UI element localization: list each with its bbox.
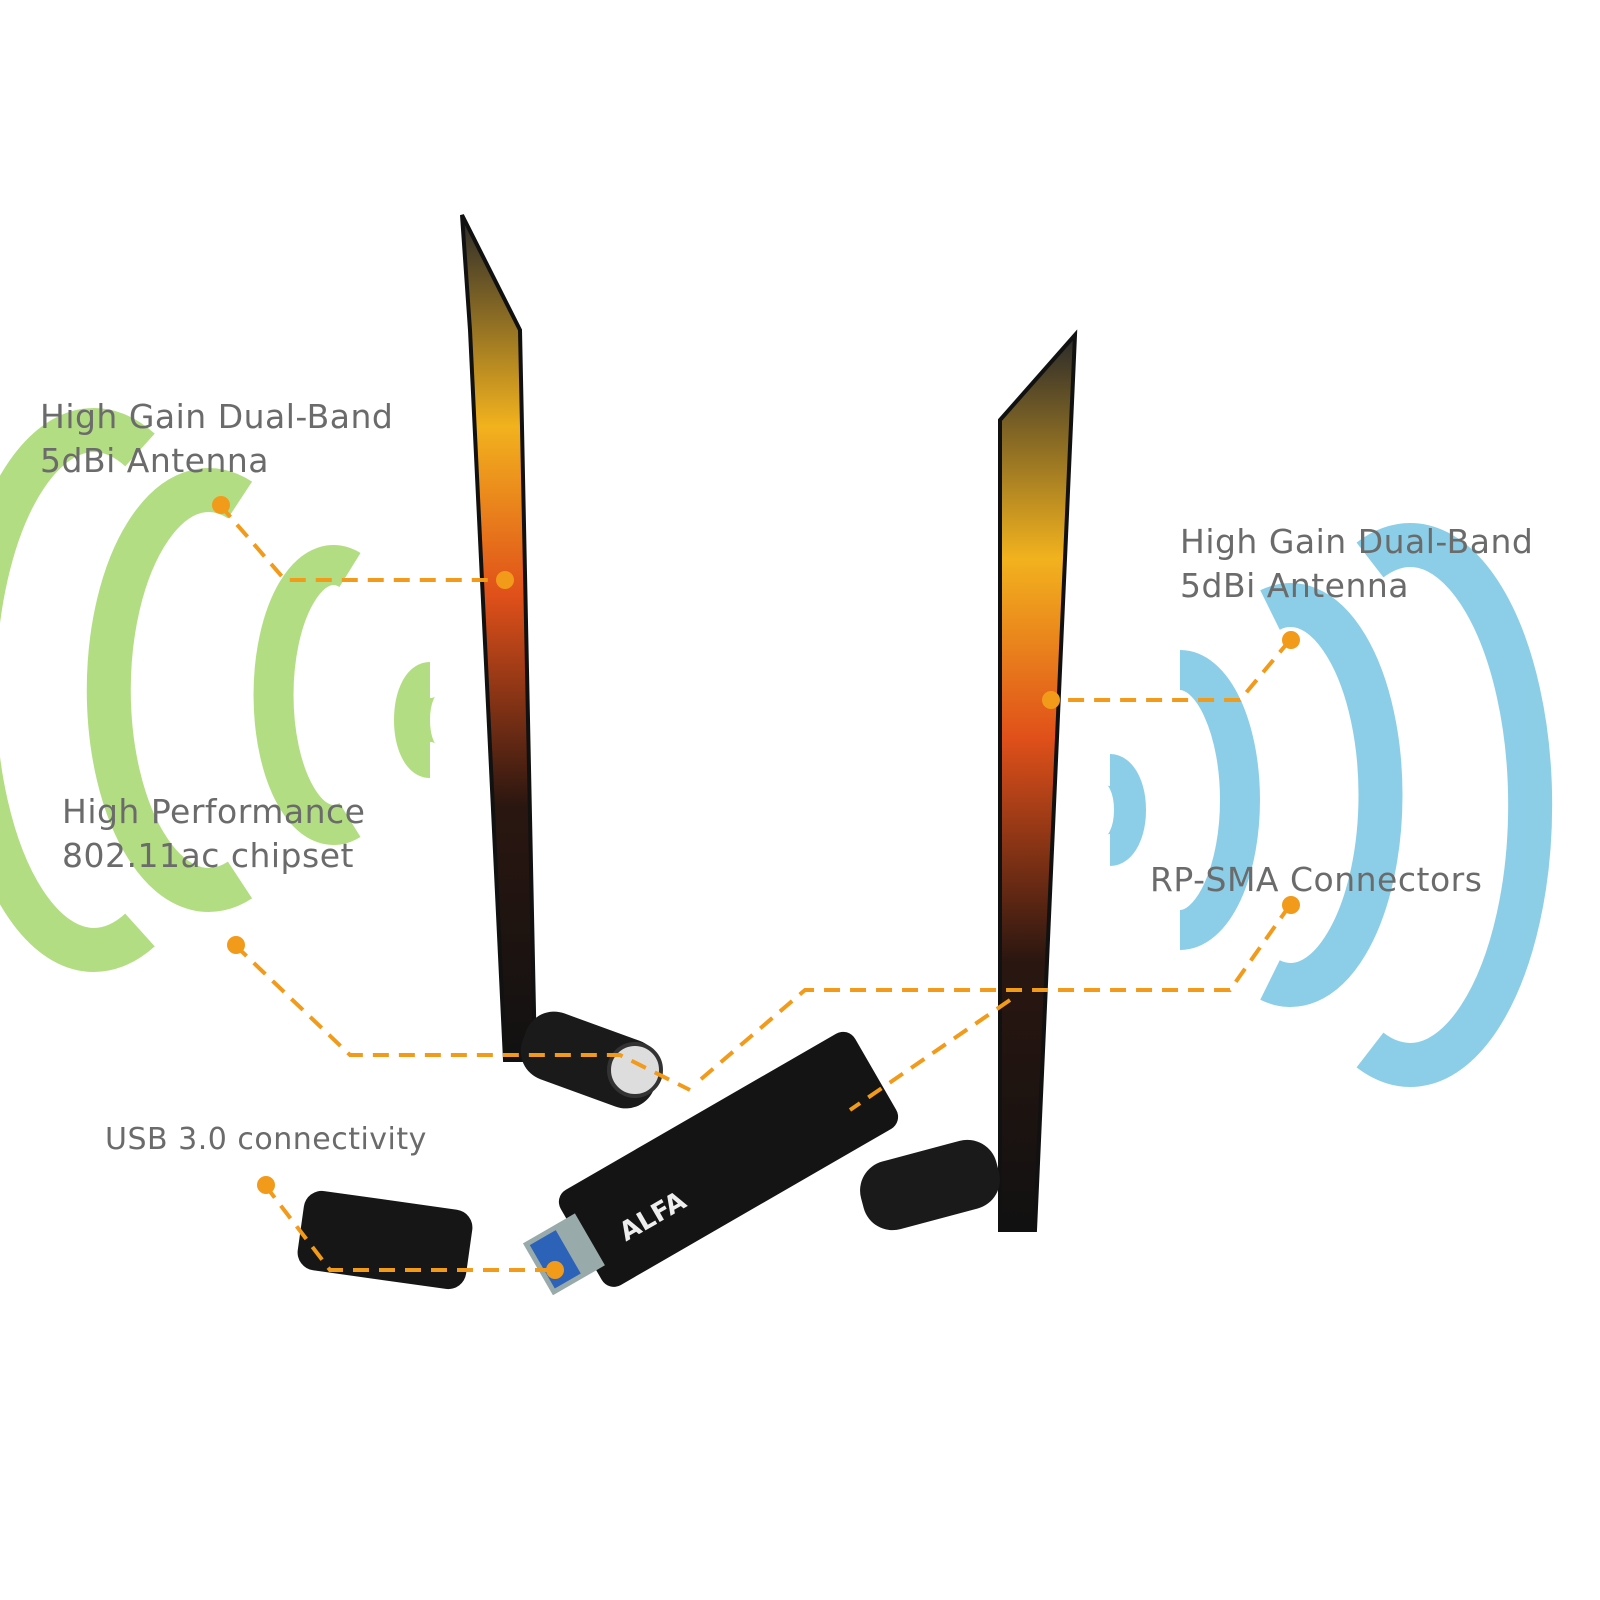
antenna-left	[460, 214, 538, 1062]
wifi-waves-left-icon	[0, 408, 437, 972]
callout-antenna-right: High Gain Dual-Band 5dBi Antenna	[1180, 520, 1533, 608]
wifi-waves-right-icon	[1106, 523, 1553, 1087]
callout-dot	[546, 1261, 564, 1279]
callout-line: High Performance	[62, 792, 366, 831]
callout-line: USB 3.0 connectivity	[105, 1122, 427, 1157]
callout-line: 5dBi Antenna	[1180, 566, 1410, 605]
callout-dot	[257, 1176, 275, 1194]
callout-line: RP-SMA Connectors	[1150, 860, 1483, 899]
callout-line: High Gain Dual-Band	[40, 397, 394, 436]
usb-dongle: ALFA	[522, 1031, 899, 1296]
callout-dot	[227, 936, 245, 954]
usb-cap	[297, 1190, 473, 1290]
callout-dot	[1042, 691, 1060, 709]
callout-line: 5dBi Antenna	[40, 441, 270, 480]
callout-chipset: High Performance 802.11ac chipset	[62, 790, 365, 878]
callout-dot	[1282, 896, 1300, 914]
antenna-right	[998, 329, 1078, 1232]
leader-lines	[218, 503, 1292, 1272]
callout-usb: USB 3.0 connectivity	[105, 1118, 427, 1162]
callout-line: 802.11ac chipset	[62, 836, 354, 875]
callout-line: High Gain Dual-Band	[1180, 522, 1534, 561]
callout-dot	[496, 571, 514, 589]
callout-antenna-left: High Gain Dual-Band 5dBi Antenna	[40, 395, 393, 483]
callout-dot	[212, 496, 230, 514]
callout-connectors: RP-SMA Connectors	[1150, 858, 1482, 902]
callout-dot	[1282, 631, 1300, 649]
